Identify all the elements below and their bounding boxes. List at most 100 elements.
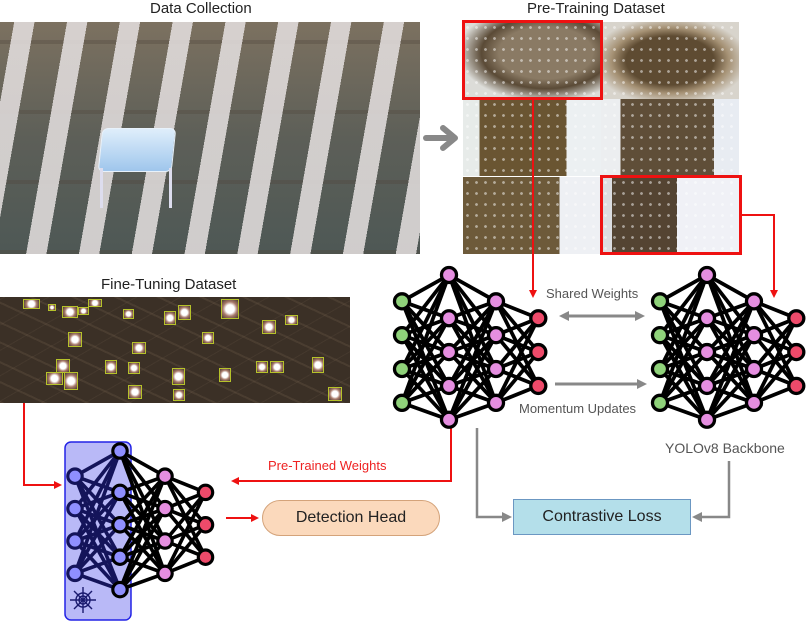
backbone-label: YOLOv8 Backbone: [665, 440, 785, 456]
cotton-bbox: [256, 361, 268, 373]
network-node: [196, 516, 215, 534]
network-edge: [447, 334, 498, 421]
cotton-bbox: [285, 315, 298, 325]
cotton-bbox: [173, 389, 185, 401]
network-edge: [705, 367, 756, 422]
cotton-bbox: [221, 299, 239, 319]
network-edge: [163, 491, 207, 543]
finetuning-title: Fine-Tuning Dataset: [101, 276, 237, 293]
network-edge: [447, 300, 498, 354]
network-edge: [752, 317, 798, 404]
network-node: [156, 467, 174, 485]
network-node: [66, 564, 84, 583]
network-node: [529, 376, 548, 396]
network-node: [111, 548, 129, 566]
network-edge: [658, 274, 709, 370]
cotton-bbox: [328, 387, 342, 401]
cotton-bbox: [128, 362, 140, 374]
network-node: [787, 309, 806, 328]
network-node: [196, 548, 215, 566]
network-edge: [705, 300, 756, 387]
cotton-bbox: [46, 372, 63, 385]
pretrain-tile: [601, 99, 739, 176]
network-edge: [400, 350, 451, 405]
network-edge: [447, 274, 498, 404]
network-node: [439, 342, 459, 362]
cotton-bbox: [164, 311, 176, 325]
cotton-bbox: [68, 332, 82, 347]
network-edge: [118, 475, 167, 591]
network-node: [196, 483, 215, 502]
network-node: [486, 292, 506, 311]
network-node: [66, 532, 84, 550]
network-node: [744, 359, 764, 379]
cotton-bbox: [78, 307, 89, 315]
network-node: [787, 342, 806, 362]
network-edge: [658, 274, 709, 404]
snowflake-icon: [70, 587, 96, 613]
network-node: [744, 393, 764, 413]
network-edge: [447, 367, 498, 422]
network-node: [392, 359, 412, 379]
finetuning-image: [0, 297, 350, 403]
right-arrow-icon: [423, 125, 458, 151]
network-edge: [705, 300, 756, 354]
sample-2-to-momentum-encoder-arrow: [742, 214, 778, 298]
network-node: [697, 265, 717, 285]
network-node: [156, 499, 174, 518]
cotton-bbox: [132, 342, 146, 354]
data-collection-title: Data Collection: [150, 0, 252, 17]
network-node: [111, 442, 129, 460]
backbone-to-loss-arrow: [692, 461, 731, 522]
pretrain-tile: [463, 22, 601, 99]
cotton-bbox: [270, 361, 284, 373]
network-node: [392, 393, 412, 413]
network-edge: [400, 273, 451, 337]
cotton-bbox: [62, 306, 78, 318]
network-node: [529, 342, 548, 362]
network-node: [156, 564, 174, 583]
network-edge: [118, 450, 167, 575]
network-edge: [73, 450, 122, 542]
network-edge: [73, 491, 122, 575]
network-edge: [658, 317, 709, 404]
network-node: [66, 499, 84, 518]
robot-frame: [100, 168, 172, 208]
pretraining-title: Pre-Training Dataset: [527, 0, 665, 17]
cotton-bbox: [262, 320, 276, 334]
network-node: [392, 292, 412, 311]
network-edge: [400, 274, 451, 370]
network-edge: [118, 450, 167, 542]
cotton-bbox: [123, 309, 134, 319]
network-node: [392, 325, 412, 345]
network-edge: [73, 523, 122, 575]
cotton-bbox: [23, 299, 40, 309]
network-node: [650, 325, 670, 345]
network-node: [66, 467, 84, 485]
network-edge: [447, 300, 498, 387]
network-edge: [400, 317, 451, 404]
field-aerial-image: [0, 22, 420, 254]
network-node: [697, 376, 717, 396]
network-node: [486, 359, 506, 379]
network-edge: [752, 350, 798, 405]
cotton-bbox: [219, 368, 231, 382]
network-node: [439, 309, 459, 328]
network-edge: [494, 350, 540, 405]
network-edge: [118, 539, 167, 591]
network-node: [650, 292, 670, 311]
network-edge: [73, 450, 122, 575]
network-node: [111, 516, 129, 534]
cotton-bbox: [312, 357, 324, 373]
cotton-bbox: [64, 372, 78, 390]
shared-weights-label: Shared Weights: [546, 286, 639, 301]
network-edge: [494, 317, 540, 371]
finetune-network: [66, 442, 215, 599]
cotton-bbox: [178, 305, 191, 320]
network-node: [439, 376, 459, 396]
network-edge: [705, 274, 756, 404]
network-node: [650, 359, 670, 379]
network-edge: [447, 300, 498, 421]
network-edge: [705, 334, 756, 421]
